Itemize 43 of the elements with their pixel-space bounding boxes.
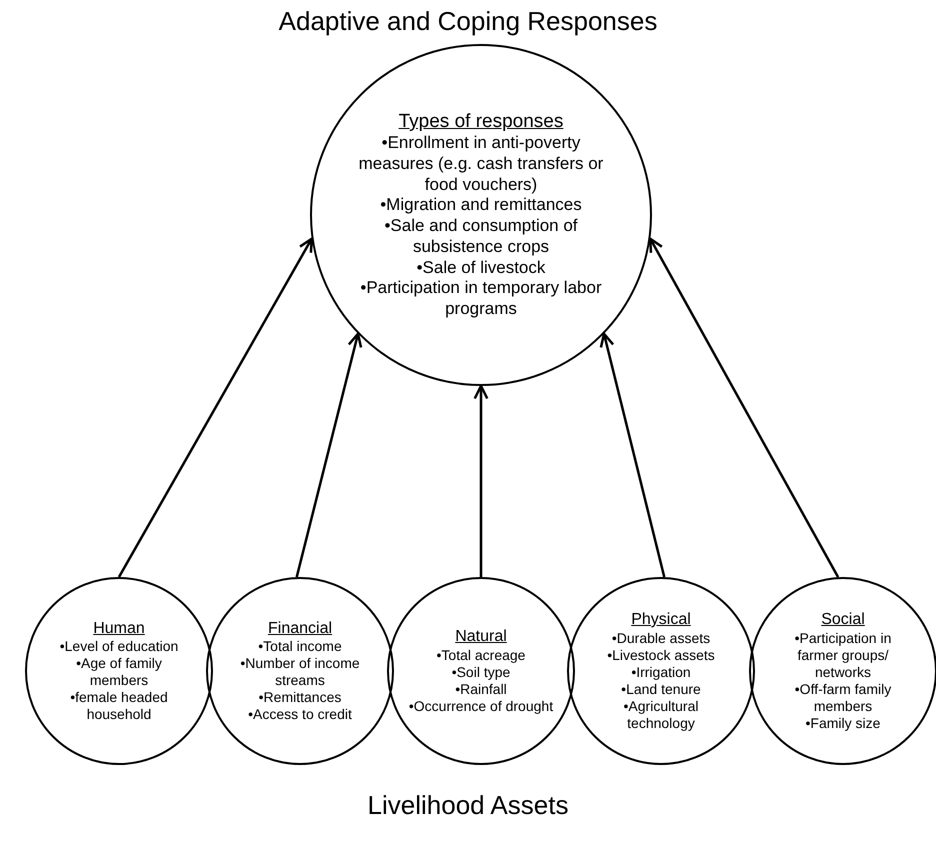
diagram-title: Adaptive and Coping Responses [278,6,658,37]
bullet-item: •Soil type [452,664,510,681]
circle-heading: Natural [455,627,507,647]
bullet-item: •Participation in farmer groups/ networks [794,630,892,681]
bullet-item: •Enrollment in anti-poverty measures (e.g. cash transfers or food vouchers) [358,133,604,196]
diagram-caption: Livelihood Assets [366,790,570,821]
arrow [600,332,666,578]
arrow [649,238,840,578]
circle-node [310,44,652,386]
circle-heading: Human [93,618,145,638]
bullet-item: •Number of income streams [239,655,361,690]
bullet-item: •Rainfall [455,680,507,698]
arrow [118,238,313,578]
circle-heading: Physical [631,610,691,630]
circle-node [749,577,936,765]
circle-node [567,577,755,765]
circle-heading: Social [821,610,865,630]
circle-heading: Types of responses [398,110,564,134]
bullet-item: •Occurrence of drought [408,698,554,715]
circle-node [206,577,394,765]
bullet-item: •Level of education [60,638,178,656]
bullet-item: •Participation in temporary labor programs [359,278,603,320]
bullet-item: •Remittances [258,689,342,706]
bullet-item: •Age of family members [75,655,163,690]
bullet-item: •Total acreage [436,646,526,664]
bullet-item: •Irrigation [631,664,691,681]
bullet-item: •Family size [806,714,880,732]
bullet-item: •Sale of livestock [416,258,546,278]
bullet-item: •Sale and consumption of subsistence crops [383,216,579,258]
circle-heading: Financial [268,618,332,638]
bullet-item: •Migration and remittances [380,195,582,216]
bullet-item: •Total income [258,638,342,656]
bullet-item: •Agricultural technology [622,698,700,732]
bullet-item: •Access to credit [248,706,352,724]
arrow [474,384,488,577]
bullet-item: •Durable assets [612,630,710,647]
bullet-item: •Off-farm family members [794,680,892,715]
circle-node [25,577,213,765]
arrow [296,332,362,578]
bullet-item: •female headed household [69,689,169,724]
circle-node [387,577,575,765]
bullet-item: •Land tenure [621,680,701,698]
bullet-item: •Livestock assets [607,646,715,664]
